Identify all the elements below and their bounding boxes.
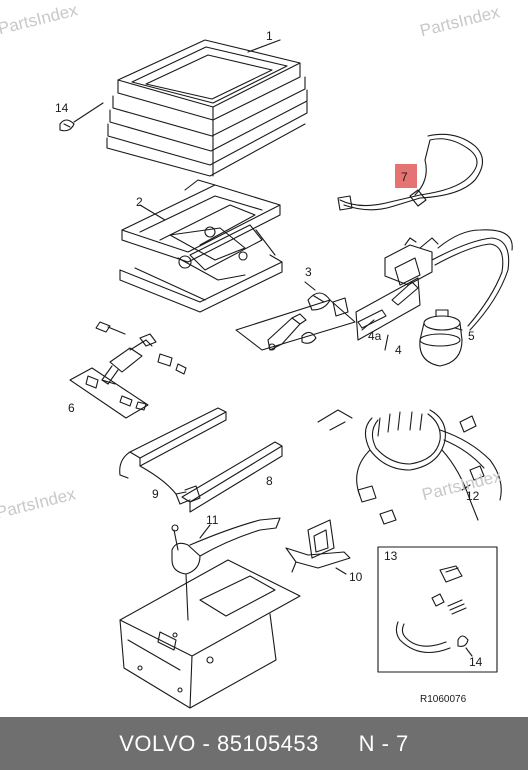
callout-8: 8 <box>266 474 273 488</box>
callout-14-left: 14 <box>55 101 69 115</box>
callout-4: 4 <box>395 343 402 357</box>
bracket-part-10 <box>285 519 351 573</box>
inset-frame <box>377 546 498 673</box>
damper-kit-part-6 <box>69 321 187 419</box>
wire-harness-part-12 <box>317 409 502 525</box>
callout-11: 11 <box>206 513 219 527</box>
footer-brand: VOLVO <box>119 730 196 756</box>
callout-13: 13 <box>384 549 398 563</box>
callout-6: 6 <box>68 401 75 415</box>
inset-parts-13 <box>395 565 469 654</box>
slide-rail-part-8 <box>181 441 283 513</box>
air-valve-part-5 <box>419 309 463 367</box>
suspension-frame-part <box>119 179 283 313</box>
callout-5: 5 <box>468 329 475 343</box>
clip-part-14 <box>59 102 104 132</box>
valve-assembly-part-4 <box>355 237 510 341</box>
callout-1: 1 <box>266 29 273 43</box>
slide-rail-part-9 <box>119 407 227 505</box>
callout-3: 3 <box>305 265 312 279</box>
callout-7: 7 <box>401 170 408 184</box>
callout-4a: 4a <box>368 329 382 343</box>
reference-code: R1060076 <box>420 694 467 705</box>
callout-14-inset: 14 <box>469 655 483 669</box>
callout-12: 12 <box>466 489 480 503</box>
footer-page-ref: N - 7 <box>358 730 409 756</box>
footer-part-number: 85105453 <box>217 730 319 756</box>
bellows-cover-part <box>106 39 308 177</box>
base-tray-part <box>119 559 301 709</box>
strap-handle-part-11 <box>171 517 281 621</box>
lever-kit-part-3 <box>235 292 356 351</box>
footer-bar: VOLVO - 85105453 N - 7 <box>0 717 528 770</box>
cable-harness-part-7 <box>337 133 513 251</box>
parts-diagram: 1 14 2 7 3 4a 4 5 6 9 8 12 11 10 13 14 R… <box>55 29 513 709</box>
callout-highlight-7 <box>395 164 417 188</box>
footer-separator: - <box>202 730 211 756</box>
callout-10: 10 <box>349 570 363 584</box>
callout-2: 2 <box>136 195 143 209</box>
callout-9: 9 <box>152 487 159 501</box>
